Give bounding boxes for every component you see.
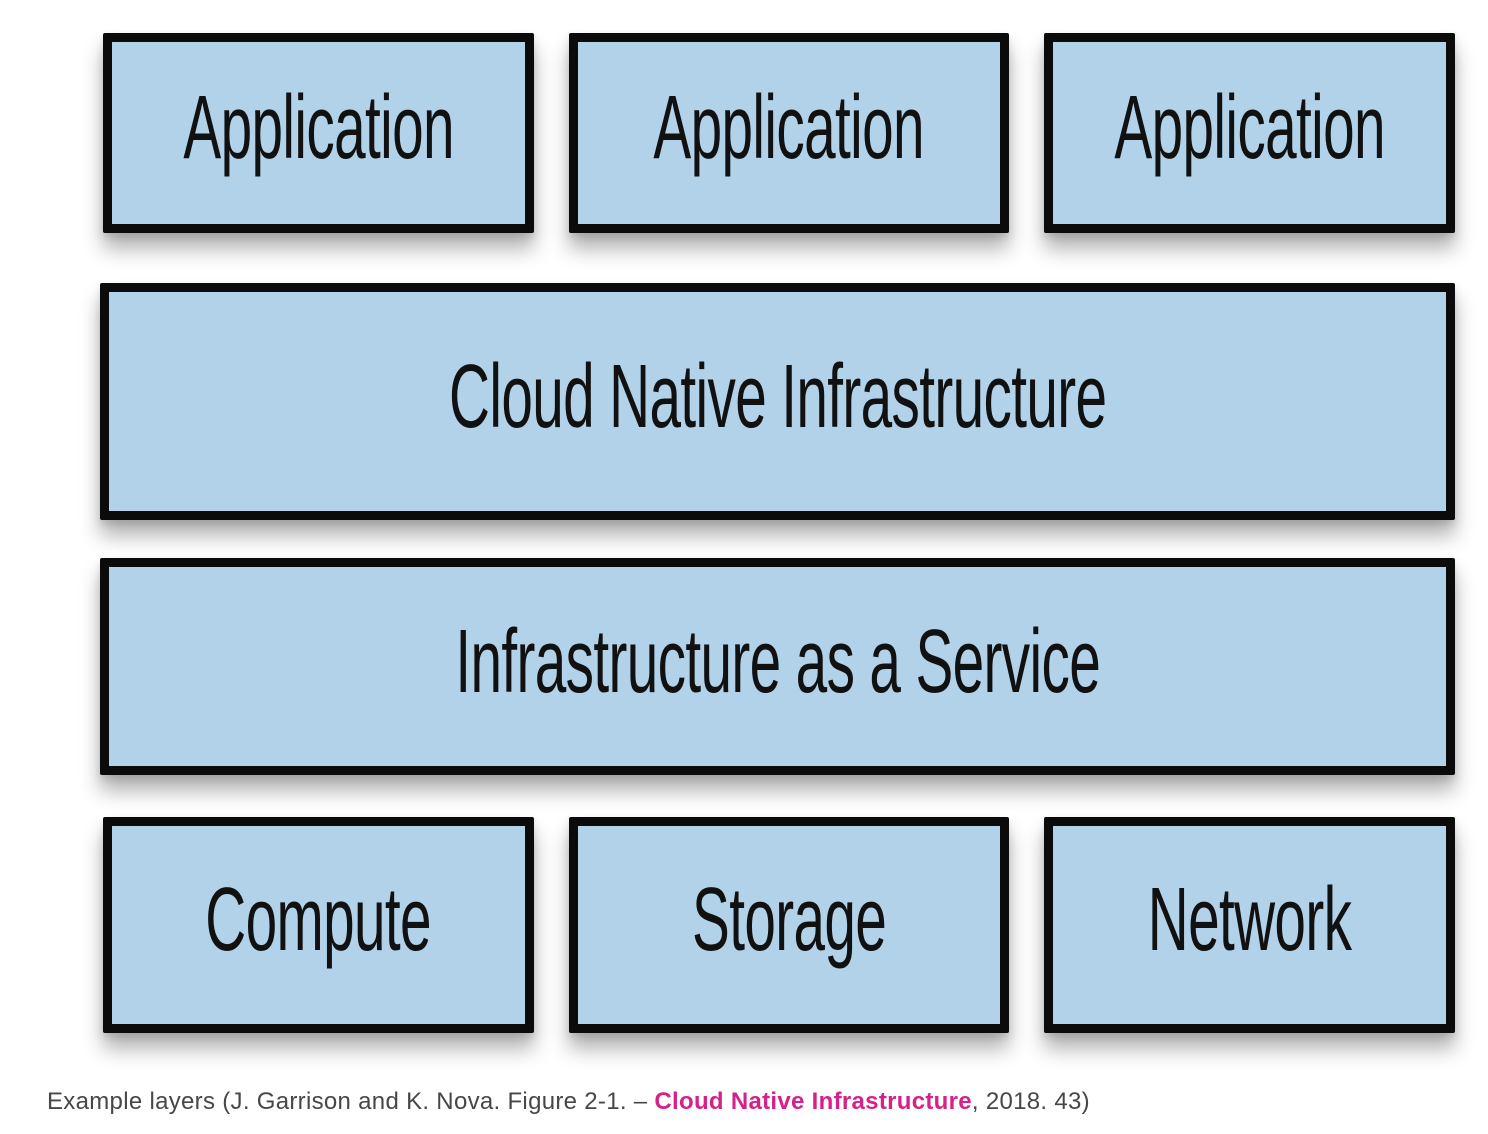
- citation-link[interactable]: Cloud Native Infrastructure: [654, 1088, 972, 1115]
- layer-box-compute: Compute: [103, 817, 534, 1033]
- layer-box-label: Network: [1147, 870, 1352, 970]
- layer-box-label: Storage: [691, 870, 887, 970]
- layer-box-label: Application: [1114, 78, 1385, 178]
- layer-box-label: Infrastructure as a Service: [455, 611, 1100, 712]
- layer-box-label: Application: [653, 78, 925, 178]
- layer-box-cloud-native-infrastructure: Cloud Native Infrastructure: [100, 283, 1455, 520]
- caption-text-prefix: Example layers (J. Garrison and K. Nova.…: [47, 1088, 655, 1115]
- layer-box-storage: Storage: [569, 817, 1009, 1033]
- layer-box-label: Cloud Native Infrastructure: [448, 346, 1107, 447]
- caption-text-suffix: , 2018. 43): [971, 1088, 1090, 1115]
- layer-box-infrastructure-as-a-service: Infrastructure as a Service: [100, 558, 1455, 775]
- layer-box-application-2: Application: [569, 33, 1009, 233]
- layer-box-label: Compute: [205, 870, 432, 970]
- figure-caption: Example layers (J. Garrison and K. Nova.…: [47, 1088, 1090, 1116]
- layer-box-application-1: Application: [103, 33, 534, 233]
- layer-box-network: Network: [1044, 817, 1455, 1033]
- layer-box-application-3: Application: [1044, 33, 1455, 233]
- layer-box-label: Application: [183, 78, 454, 178]
